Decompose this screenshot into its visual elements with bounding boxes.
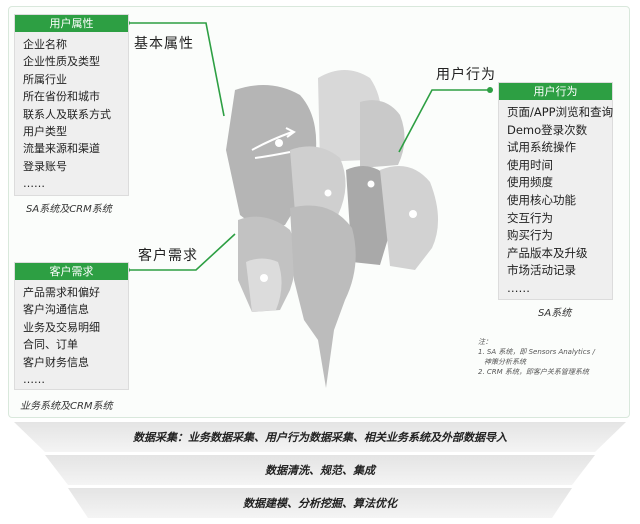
connector-behavior [398, 89, 490, 153]
band-data-collection: 数据采集：业务数据采集、用户行为数据采集、相关业务系统及外部数据导入 [0, 422, 640, 452]
user-behavior-panel: 用户行为 页面/APP浏览和查询 Demo登录次数 试用系统操作 使用时间 使用… [498, 82, 613, 300]
panel-title: 用户行为 [499, 83, 612, 100]
footnote-line: 1. SA 系统，即 Sensors Analytics / [478, 348, 595, 356]
list-item: 客户沟通信息 [23, 303, 89, 317]
band-data-cleaning: 数据清洗、规范、集成 [0, 455, 640, 485]
panel-title: 用户属性 [15, 15, 128, 32]
eye-dot [324, 189, 332, 197]
list-item: 市场活动记录 [507, 263, 576, 278]
list-item: …… [23, 373, 45, 387]
list-item: …… [507, 280, 530, 295]
head-shape [380, 166, 439, 270]
list-item: 客户财务信息 [23, 355, 89, 369]
list-item: 产品版本及升级 [507, 245, 588, 260]
connector-dot-behavior [487, 87, 493, 93]
connector-label-behavior: 用户行为 [436, 67, 496, 83]
list-item: 页面/APP浏览和查询 [507, 105, 614, 119]
list-item: 使用时间 [507, 157, 553, 172]
list-item: 产品需求和偏好 [23, 286, 100, 299]
list-item: 使用频度 [507, 175, 553, 190]
connector-lines [127, 22, 490, 271]
list-item: 联系人及联系方式 [23, 107, 111, 121]
list-item: Demo登录次数 [507, 122, 588, 137]
band-shape-3 [68, 488, 572, 518]
panel-list: 企业名称 企业性质及类型 所属行业 所在省份和城市 联系人及联系方式 用户类型 … [15, 32, 128, 193]
head-shape [246, 258, 282, 312]
panel-title: 客户需求 [15, 263, 128, 280]
connector-label-needs: 客户需求 [138, 248, 198, 264]
head-shape [290, 205, 356, 388]
attributes-source-caption: SA系统及CRM系统 [26, 204, 112, 215]
panel-list: 产品需求和偏好 客户沟通信息 业务及交易明细 合同、订单 客户财务信息 …… [15, 280, 128, 388]
list-item: 试用系统操作 [507, 140, 576, 155]
panel-list: 页面/APP浏览和查询 Demo登录次数 试用系统操作 使用时间 使用频度 使用… [499, 100, 614, 298]
list-item: 企业性质及类型 [23, 55, 100, 69]
eye-dot [409, 210, 417, 218]
list-item: 业务及交易明细 [23, 320, 100, 334]
list-item: 所属行业 [23, 72, 67, 86]
needs-source-caption: 业务系统及CRM系统 [20, 401, 113, 412]
band-shape-1 [14, 422, 626, 452]
arrow-mark [251, 127, 296, 159]
list-item: 所在省份和城市 [23, 90, 100, 104]
connector-basic [127, 22, 225, 117]
list-item: 用户类型 [23, 125, 67, 139]
eye-dot [367, 180, 375, 188]
user-attributes-panel: 用户属性 企业名称 企业性质及类型 所属行业 所在省份和城市 联系人及联系方式 … [14, 14, 129, 196]
head-shape [360, 100, 405, 168]
footnote-label: 注： [478, 338, 492, 346]
list-item: …… [23, 177, 45, 191]
connector-needs [127, 233, 236, 271]
list-item: 购买行为 [507, 228, 553, 243]
customer-needs-panel: 客户需求 产品需求和偏好 客户沟通信息 业务及交易明细 合同、订单 客户财务信息… [14, 262, 129, 390]
footnote: 注： 1. SA 系统，即 Sensors Analytics / 神策分析系统… [478, 337, 628, 377]
eye-dot [275, 139, 283, 147]
list-item: 企业名称 [23, 38, 67, 51]
connector-label-basic: 基本属性 [134, 36, 194, 52]
list-item: 使用核心功能 [507, 192, 576, 207]
list-item: 交互行为 [507, 210, 553, 225]
head-shape [346, 166, 395, 265]
behavior-source-caption: SA系统 [538, 308, 572, 319]
list-item: 登录账号 [23, 159, 67, 173]
eye-dot [260, 274, 268, 282]
band-data-modeling: 数据建模、分析挖掘、算法优化 [0, 488, 640, 518]
list-item: 流量来源和渠道 [23, 142, 100, 156]
footnote-line: 神策分析系统 [484, 358, 526, 366]
list-item: 合同、订单 [23, 338, 78, 352]
heads-illustration [226, 70, 439, 388]
band-shape-2 [45, 455, 595, 485]
footnote-line: 2. CRM 系统，即客户关系管理系统 [478, 368, 589, 376]
band-text: 数据建模、分析挖掘、算法优化 [243, 497, 397, 510]
band-text: 数据采集：业务数据采集、用户行为数据采集、相关业务系统及外部数据导入 [133, 431, 507, 444]
band-text: 数据清洗、规范、集成 [265, 464, 375, 477]
